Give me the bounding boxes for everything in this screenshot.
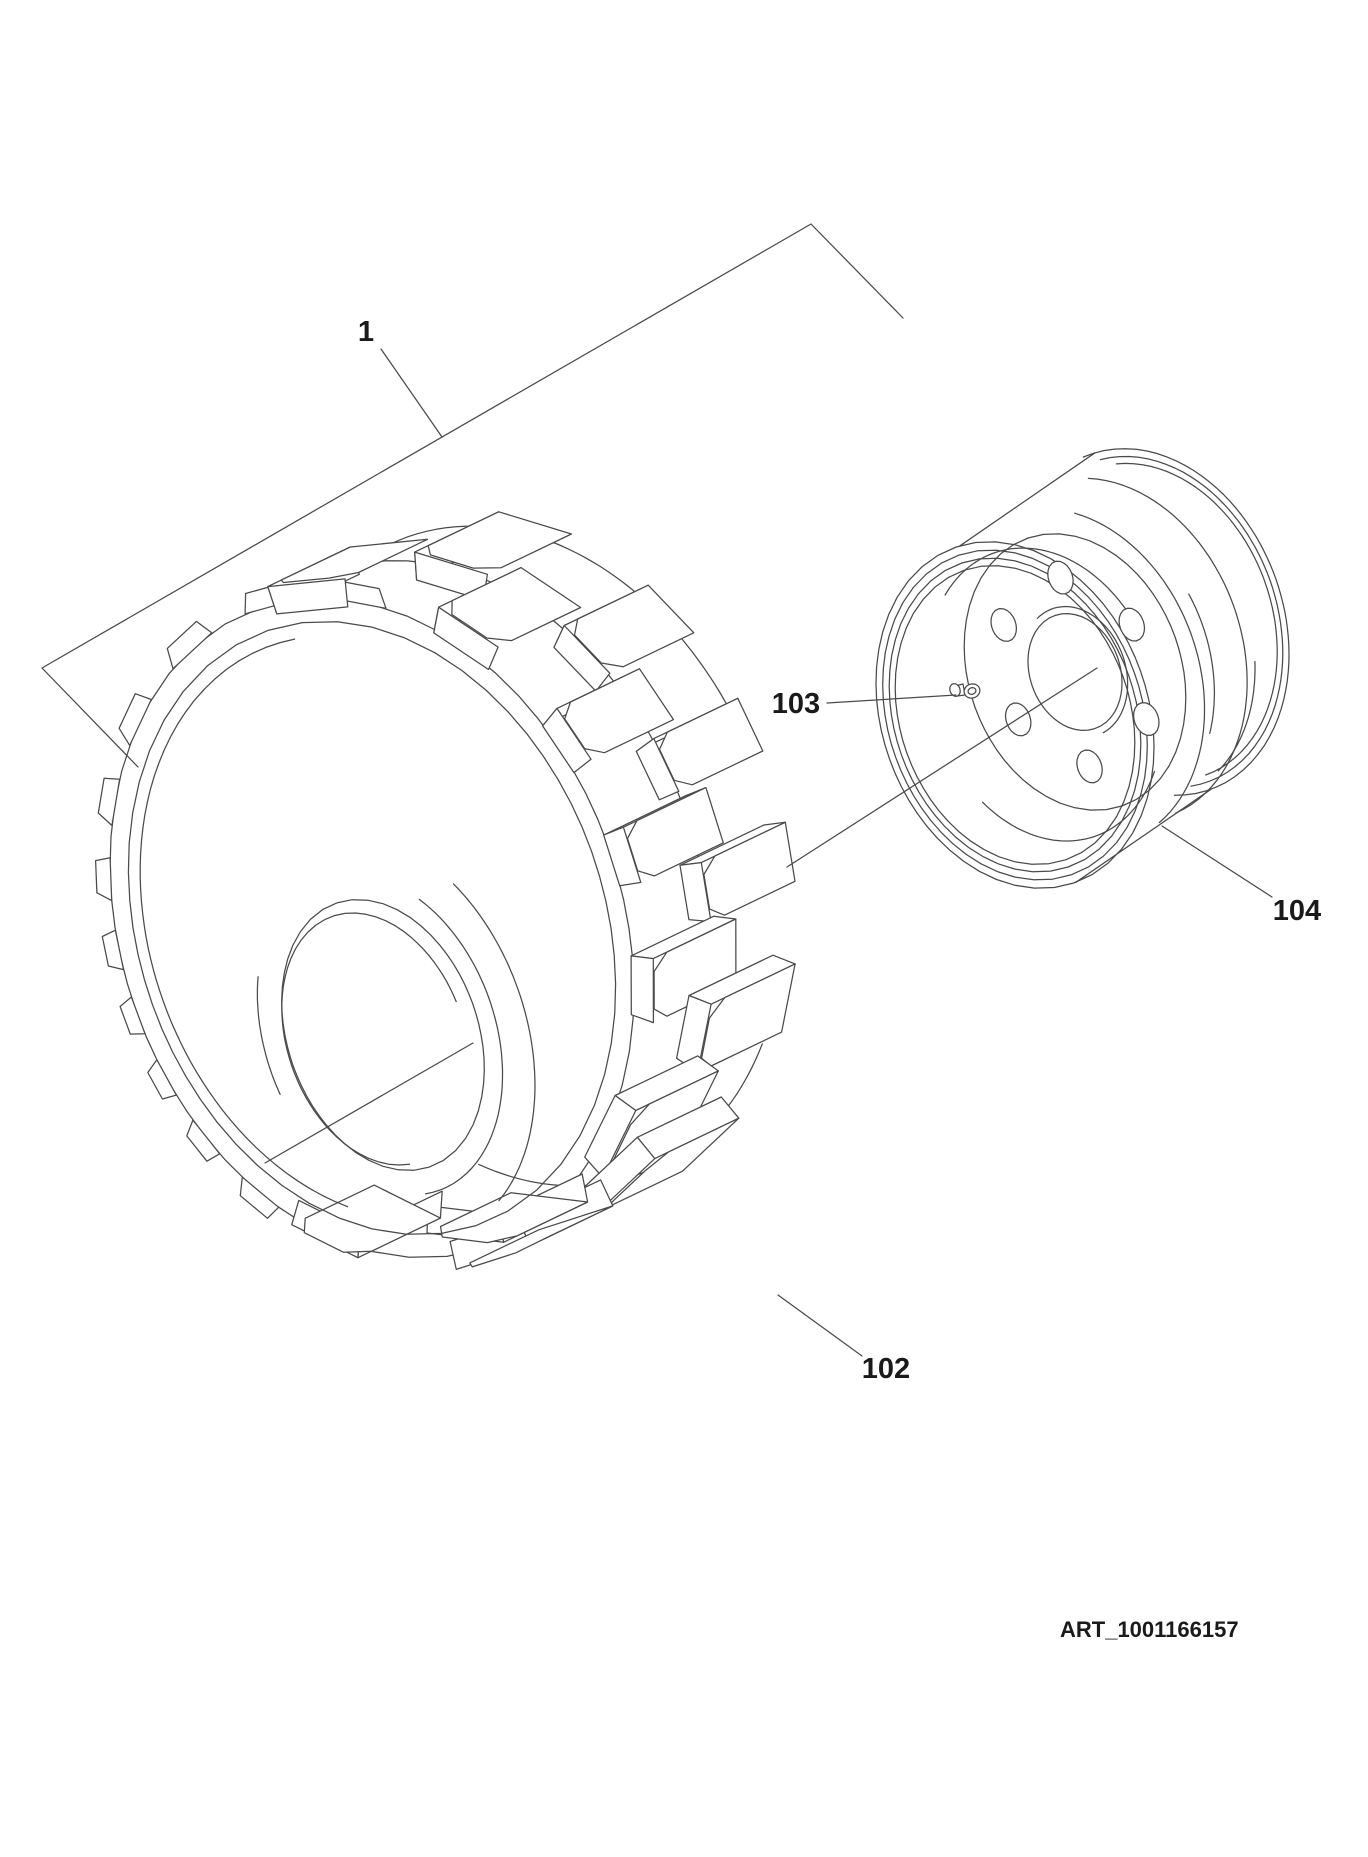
callout-label-rim: 104 — [1273, 895, 1321, 927]
rim-drawing — [875, 448, 1290, 889]
callout-102-leader — [777, 1294, 863, 1357]
callout-label-assembly: 1 — [358, 316, 374, 348]
callout-label-tire: 102 — [862, 1353, 910, 1385]
artwork-id-text: ART_1001166157 — [1060, 1617, 1239, 1642]
callout-leaders — [41, 223, 1273, 1357]
callout-1-bracket — [41, 223, 904, 768]
hub-diameter-line — [264, 1042, 474, 1164]
callout-labels: 1 102 103 104 — [358, 316, 1321, 1385]
callout-1-leader — [380, 348, 443, 438]
callout-label-valve: 103 — [772, 688, 820, 720]
valve-stem-drawing — [949, 683, 981, 699]
tire-drawing — [94, 511, 796, 1271]
callout-103-leader — [826, 694, 957, 704]
callout-104-leader — [1161, 825, 1273, 898]
tire-to-rim-axis-line — [786, 667, 1098, 868]
